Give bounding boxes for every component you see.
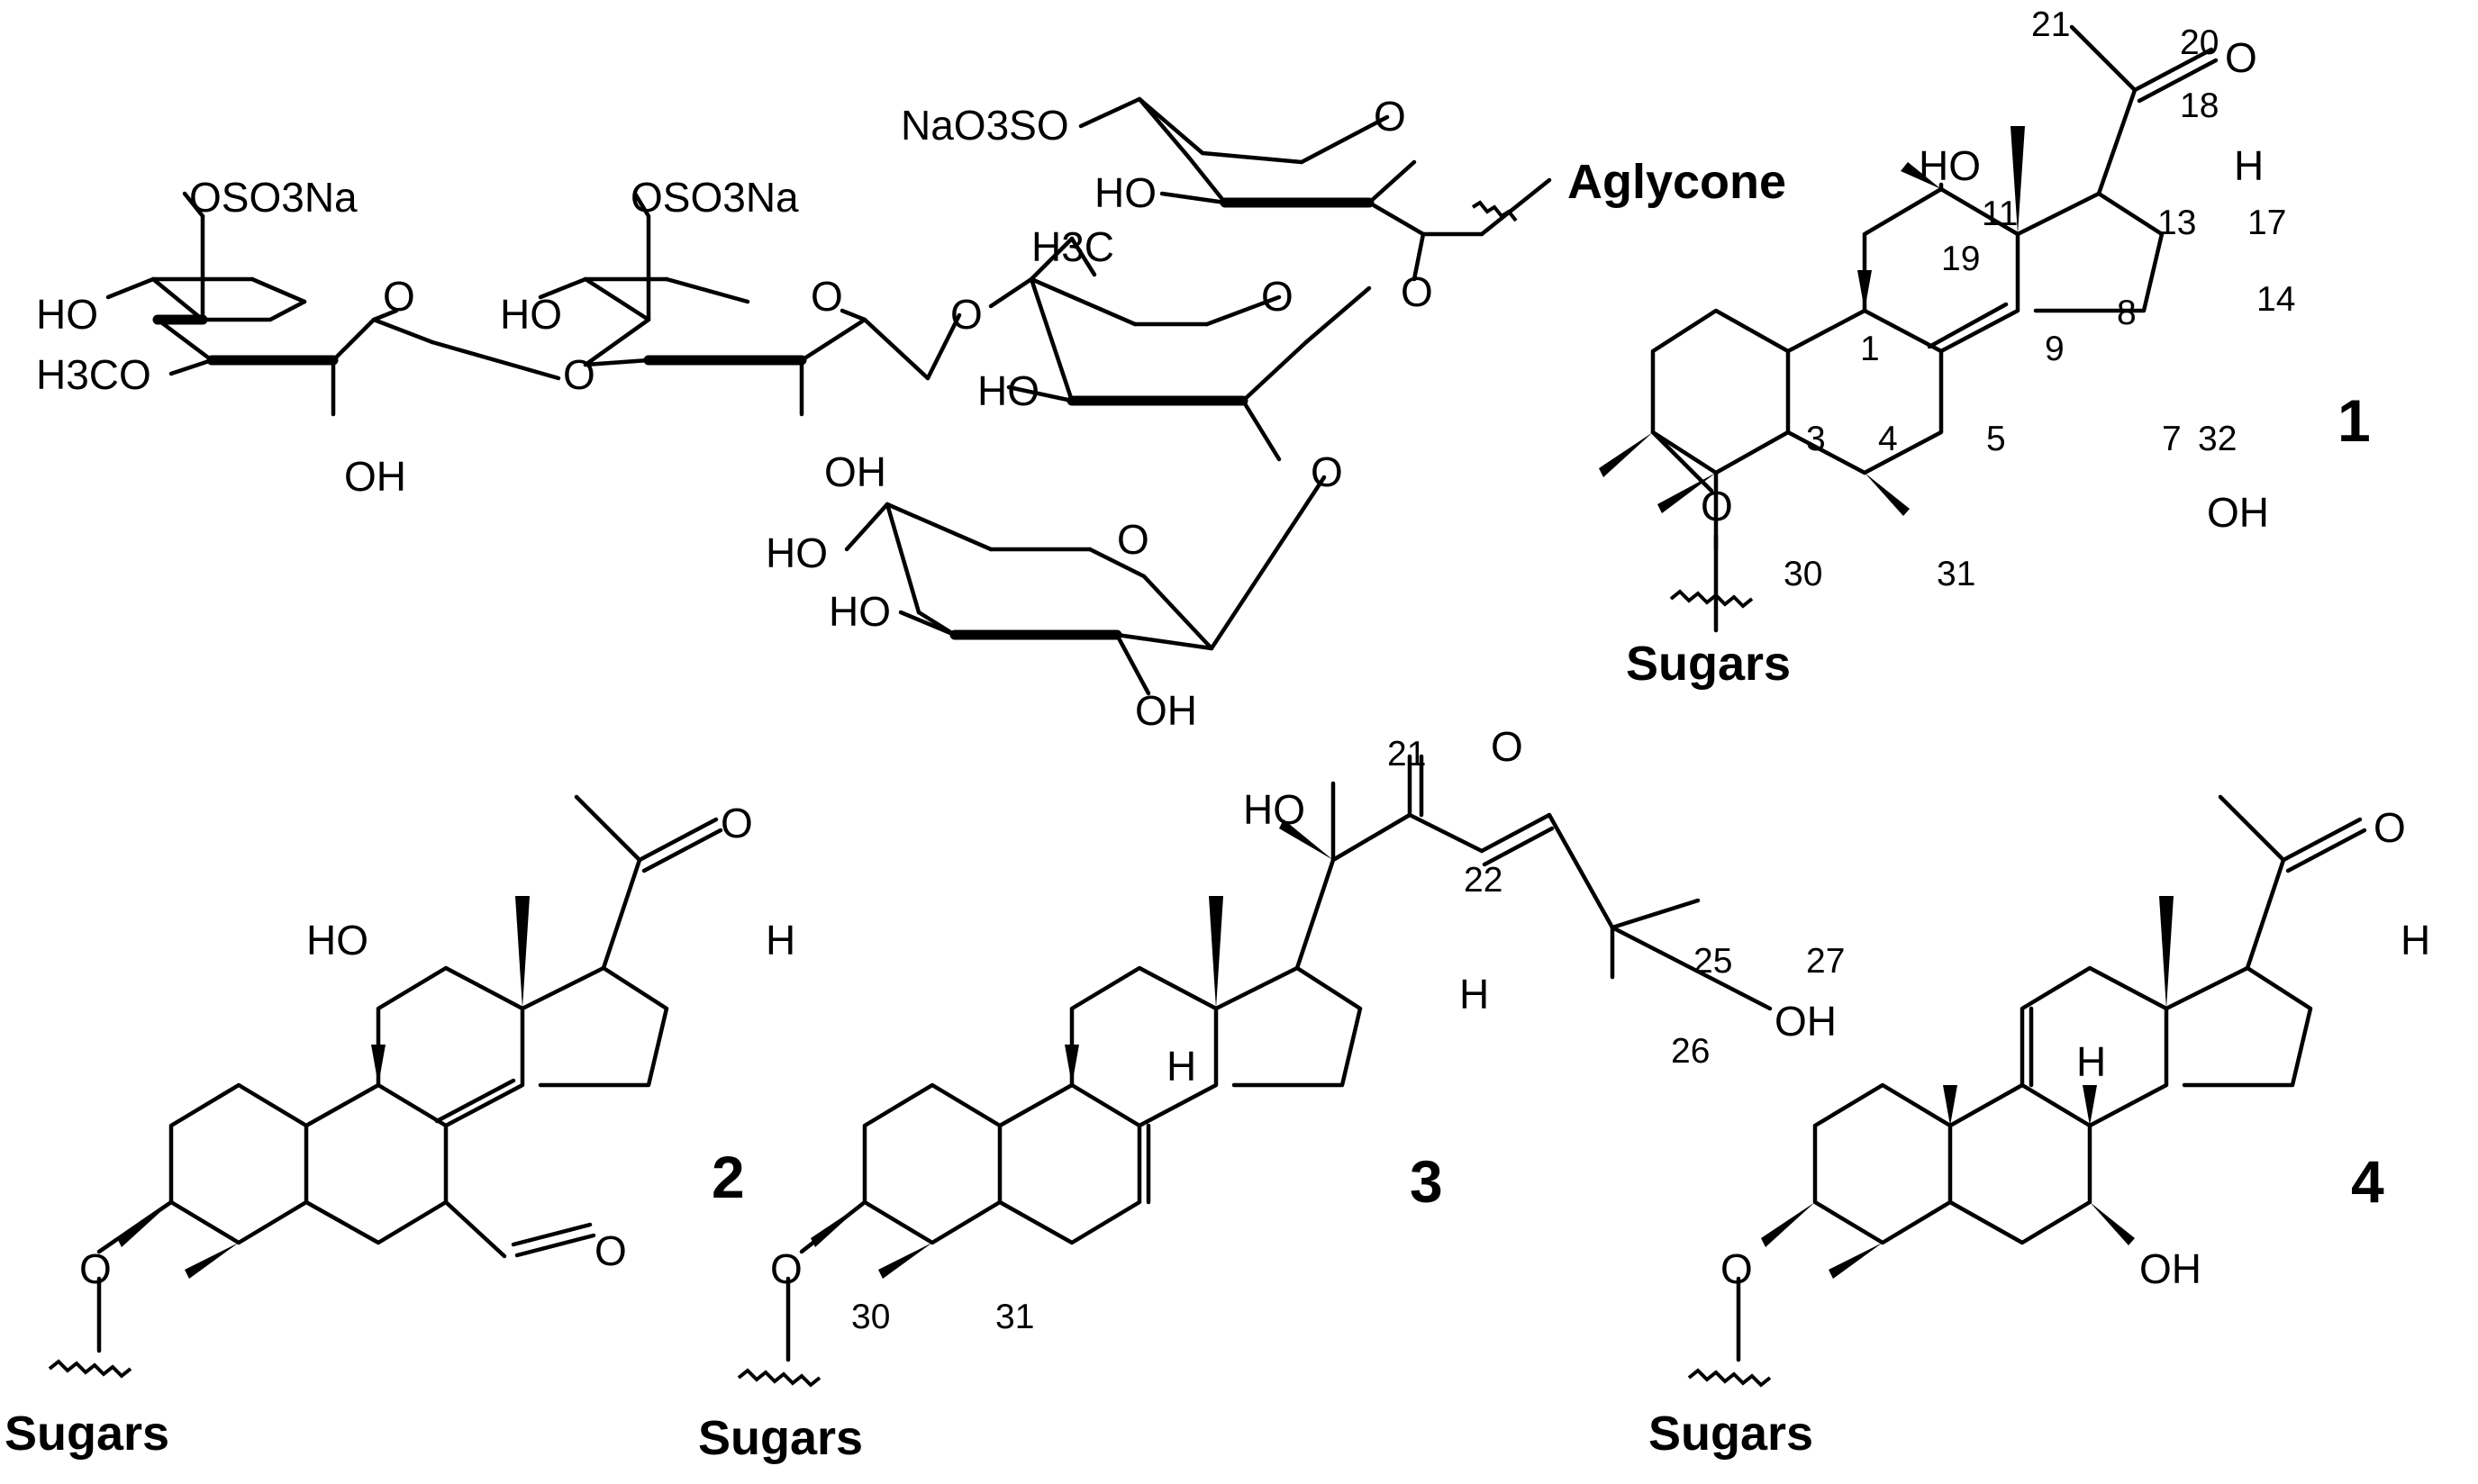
compound4-id: 4 bbox=[2351, 1148, 2384, 1215]
ring5-oxygen: O bbox=[1117, 516, 1149, 563]
compound1-c4: 4 bbox=[1878, 420, 1898, 458]
ring4-oxygen: O bbox=[1374, 93, 1406, 140]
oligosaccharide-chain: OSO3Na HO H3CO OH O O OSO3Na HO OH O O bbox=[36, 93, 1786, 734]
compound2-ketone-o: O bbox=[721, 800, 753, 846]
compound3-h17: H bbox=[1459, 971, 1489, 1018]
compound4-ketone-o: O bbox=[2374, 804, 2406, 851]
compound3-id: 3 bbox=[1410, 1148, 1443, 1215]
compound4-h17: H bbox=[2401, 917, 2430, 964]
compound2-ho11: HO bbox=[306, 917, 368, 964]
ring5-hydroxyl-a: HO bbox=[766, 529, 828, 576]
ring1-hydroxyl-top: HO bbox=[36, 291, 98, 338]
compound1-ketone-o: O bbox=[2225, 34, 2257, 81]
sugar-ring-1: OSO3Na HO H3CO OH O bbox=[36, 174, 435, 500]
compound3-sugar-wavy bbox=[737, 1368, 821, 1388]
compound3-ketone-o: O bbox=[1491, 723, 1523, 770]
compound1-c18: 18 bbox=[2180, 86, 2219, 125]
compound-4: O O H H OH Sugars 4 bbox=[1648, 794, 2430, 1461]
compound2-sugar-wavy bbox=[48, 1359, 132, 1379]
compound1-h17: H bbox=[2234, 142, 2264, 189]
compound2-id: 2 bbox=[712, 1144, 745, 1210]
aglycone-label: Aglycone bbox=[1567, 155, 1786, 209]
compound3-sugars: Sugars bbox=[698, 1411, 863, 1465]
compound1-c13: 13 bbox=[2157, 204, 2196, 242]
compound1-c17: 17 bbox=[2247, 204, 2286, 242]
compound1-c9: 9 bbox=[2045, 330, 2065, 368]
compound3-c30: 30 bbox=[851, 1298, 890, 1336]
compound1-oh7: OH bbox=[2207, 489, 2269, 536]
ring4-sulfate: NaO3SO bbox=[901, 102, 1069, 149]
compound1-c19: 19 bbox=[1941, 240, 1980, 278]
compound3-c25: 25 bbox=[1693, 942, 1732, 981]
compound3-h9: H bbox=[1166, 1043, 1196, 1090]
aglycone-wavy-bond bbox=[1471, 200, 1518, 222]
compound3-c22: 22 bbox=[1464, 861, 1502, 900]
ring1-oxygen: O bbox=[383, 273, 415, 320]
sugar-ring-2: OSO3Na HO OH O bbox=[500, 174, 930, 495]
compound-3: O HO O H H OH 21 22 25 27 26 30 31 Sugar… bbox=[698, 723, 1845, 1465]
compound4-o3: O bbox=[1720, 1245, 1753, 1292]
compound1-c30: 30 bbox=[1784, 555, 1822, 593]
link-oxygen-3-5: O bbox=[1311, 448, 1343, 495]
sugar-ring-3: H3C HO O bbox=[977, 223, 1372, 462]
compound3-oh25: OH bbox=[1775, 998, 1837, 1045]
compound1-c5: 5 bbox=[1986, 420, 2006, 458]
compound1-o3: O bbox=[1701, 483, 1733, 529]
compound1-id: 1 bbox=[2337, 387, 2371, 454]
compound1-sugar-wavy bbox=[1669, 589, 1754, 609]
compound3-c21: 21 bbox=[1387, 735, 1426, 774]
link-oxygen-1-2: O bbox=[563, 351, 595, 398]
ring4-hydroxyl: HO bbox=[1094, 169, 1157, 216]
ring2-hydroxyl-top: HO bbox=[500, 291, 562, 338]
sugar-ring-5: HO HO OH O O bbox=[766, 448, 1343, 734]
ring2-oxygen: O bbox=[811, 273, 843, 320]
compound-1: O HO O H OH 21 20 18 11 13 17 19 9 8 14 … bbox=[1599, 5, 2371, 691]
compound1-c8: 8 bbox=[2117, 294, 2137, 332]
compound2-ketone-7: O bbox=[595, 1227, 627, 1274]
ring2-hydroxyl-bottom: OH bbox=[824, 448, 886, 495]
compound4-oh7: OH bbox=[2139, 1245, 2201, 1292]
ring1-methoxy: H3CO bbox=[36, 351, 151, 398]
compound1-c3: 3 bbox=[1806, 420, 1826, 458]
sugar-ring-4: NaO3SO HO O O Aglycone bbox=[901, 93, 1786, 315]
ring1-hydroxyl-bottom: OH bbox=[344, 453, 406, 500]
compound1-c11: 11 bbox=[1982, 195, 2019, 233]
glycosidic-link-1-2: O bbox=[430, 339, 595, 398]
compound4-h8: H bbox=[2076, 1038, 2106, 1085]
ring1-sulfate: OSO3Na bbox=[189, 174, 358, 221]
ring5-hydroxyl-b: HO bbox=[829, 588, 891, 635]
compound1-c14: 14 bbox=[2256, 280, 2295, 319]
compound-2: O HO O H O Sugars 2 bbox=[5, 794, 795, 1461]
compound3-c26: 26 bbox=[1671, 1032, 1710, 1071]
link-oxygen-2-3: O bbox=[950, 291, 983, 338]
compound4-sugars: Sugars bbox=[1648, 1407, 1813, 1461]
compound1-c20: 20 bbox=[2180, 23, 2219, 62]
compound3-c31: 31 bbox=[995, 1298, 1034, 1336]
ring3-hydroxyl: HO bbox=[977, 367, 1039, 414]
compound4-sugar-wavy bbox=[1687, 1368, 1772, 1388]
ring5-hydroxyl-c: OH bbox=[1135, 687, 1197, 734]
compound3-ho20: HO bbox=[1243, 786, 1305, 833]
compound1-c21: 21 bbox=[2031, 5, 2070, 44]
link-oxygen-3-4: O bbox=[1401, 268, 1433, 315]
compound1-c32: 32 bbox=[2198, 420, 2237, 458]
compound2-o3: O bbox=[79, 1245, 112, 1292]
compound1-sugars: Sugars bbox=[1626, 637, 1791, 691]
compound1-c7: 7 bbox=[2162, 420, 2182, 458]
glycosidic-link-2-3: O bbox=[925, 291, 983, 381]
compound2-sugars: Sugars bbox=[5, 1407, 169, 1461]
ring2-sulfate: OSO3Na bbox=[631, 174, 799, 221]
ring3-oxygen: O bbox=[1261, 273, 1293, 320]
compound3-o3: O bbox=[770, 1245, 803, 1292]
ring3-methyl: H3C bbox=[1031, 223, 1114, 270]
compound1-c1: 1 bbox=[1860, 330, 1880, 368]
compound1-c31: 31 bbox=[1937, 555, 1975, 593]
compound1-ho11: HO bbox=[1919, 142, 1981, 189]
compound3-c27: 27 bbox=[1806, 942, 1845, 981]
compound2-h17: H bbox=[766, 917, 795, 964]
